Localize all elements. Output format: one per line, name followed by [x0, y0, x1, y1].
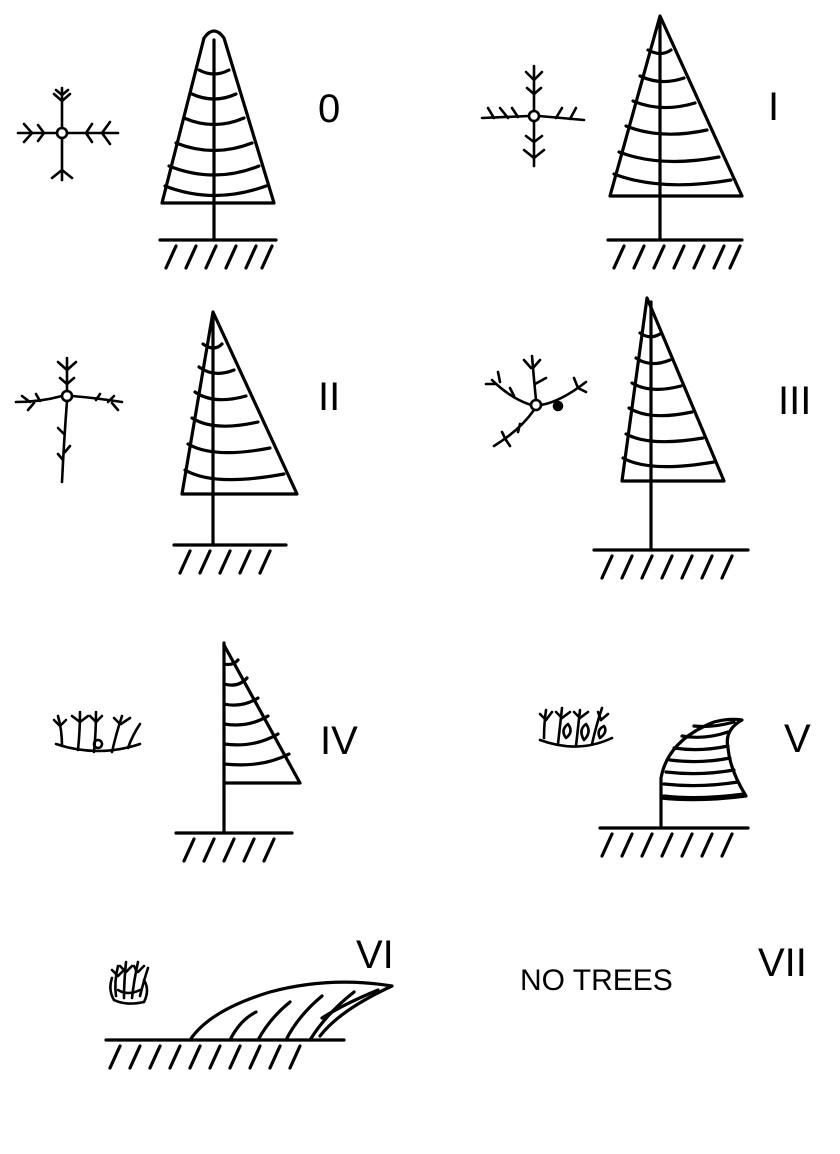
stage-5-label: V — [784, 717, 811, 761]
stage-6-label: VI — [356, 933, 394, 977]
stage-5-tree-profile — [661, 719, 746, 826]
stage-7-group: NO TREES VII — [520, 941, 807, 997]
stage-2-group: II — [16, 312, 340, 573]
stage-1-group: I — [482, 16, 779, 268]
stage-0-crown-plan-icon — [18, 88, 118, 180]
stage-5-ground — [600, 828, 748, 856]
stage-3-ground — [594, 550, 748, 578]
stage-3-label: III — [778, 379, 811, 423]
stage-0-group: 0 — [18, 31, 340, 268]
stage-1-ground — [608, 240, 742, 268]
stage-6-group: VI — [106, 933, 394, 1068]
stage-3-tree-profile — [622, 298, 724, 550]
stage-4-label: IV — [320, 719, 358, 763]
stage-2-ground — [174, 545, 286, 573]
stage-4-tree-profile — [224, 643, 300, 833]
stage-4-ground — [176, 833, 292, 861]
stage-0-tree-profile — [162, 31, 274, 240]
stage-2-tree-profile — [182, 312, 297, 545]
stage-7-label: VII — [758, 941, 807, 985]
stage-3-group: III — [486, 298, 811, 578]
no-trees-text: NO TREES — [520, 964, 673, 997]
stage-6-crown-plan-icon — [110, 962, 148, 1004]
stage-4-group: IV — [54, 643, 358, 861]
stage-2-label: II — [318, 375, 340, 419]
stage-1-label: I — [768, 85, 779, 129]
stage-2-crown-plan-icon — [16, 358, 122, 482]
stage-5-group: V — [540, 708, 811, 856]
stage-6-tree-profile — [190, 982, 392, 1040]
stage-6-ground — [106, 1040, 344, 1068]
stage-4-crown-plan-icon — [54, 712, 140, 752]
stage-0-ground — [160, 240, 276, 268]
stage-1-crown-plan-icon — [482, 66, 584, 166]
stage-5-crown-plan-icon — [540, 708, 612, 747]
stage-0-label: 0 — [318, 87, 340, 131]
stage-1-tree-profile — [610, 16, 742, 240]
stage-3-crown-plan-icon — [486, 356, 586, 446]
